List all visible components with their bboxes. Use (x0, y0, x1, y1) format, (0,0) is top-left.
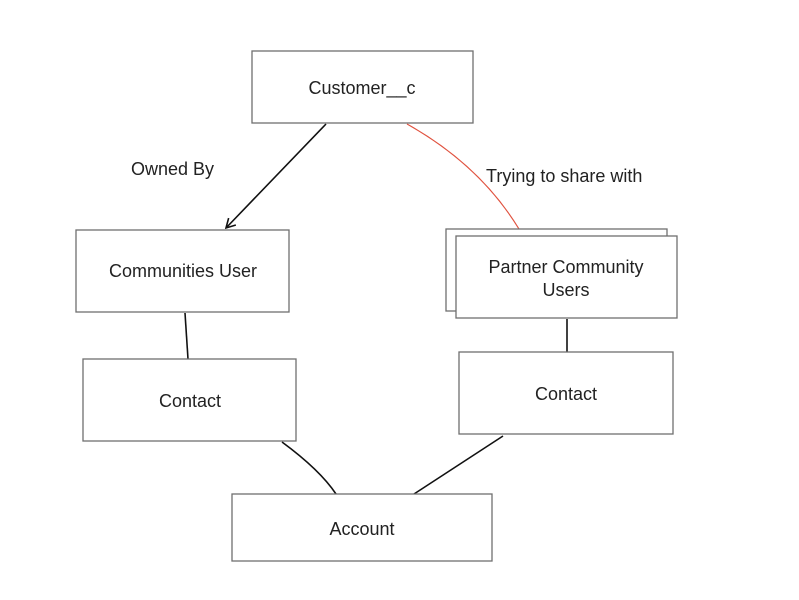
partner-community-users-node[interactable]: Partner Community Users (445, 228, 678, 319)
stack-front-card (455, 235, 678, 319)
owned-by-arrow (224, 123, 327, 230)
share-connector (406, 123, 520, 230)
customer-label: Customer__c (308, 78, 415, 99)
account-node[interactable]: Account (231, 493, 493, 562)
contact-account-connector-right (413, 435, 504, 495)
account-label: Account (329, 519, 394, 539)
communities-user-label: Communities User (109, 261, 257, 281)
contact-right-label: Contact (535, 384, 597, 404)
trying-to-share-label: Trying to share with (486, 166, 642, 186)
contact-node-left[interactable]: Contact (82, 358, 297, 442)
owned-by-label: Owned By (131, 159, 214, 179)
contact-left-label: Contact (159, 391, 221, 411)
communities-user-node[interactable]: Communities User (75, 229, 290, 313)
customer-node[interactable]: Customer__c (251, 50, 474, 124)
partner-users-label-line1: Partner Community (488, 257, 643, 277)
partner-users-label-line2: Users (542, 280, 589, 300)
connectors (184, 123, 568, 495)
user-contact-connector-left (184, 312, 189, 360)
contact-account-connector-left (281, 441, 337, 495)
contact-node-right[interactable]: Contact (458, 351, 674, 435)
